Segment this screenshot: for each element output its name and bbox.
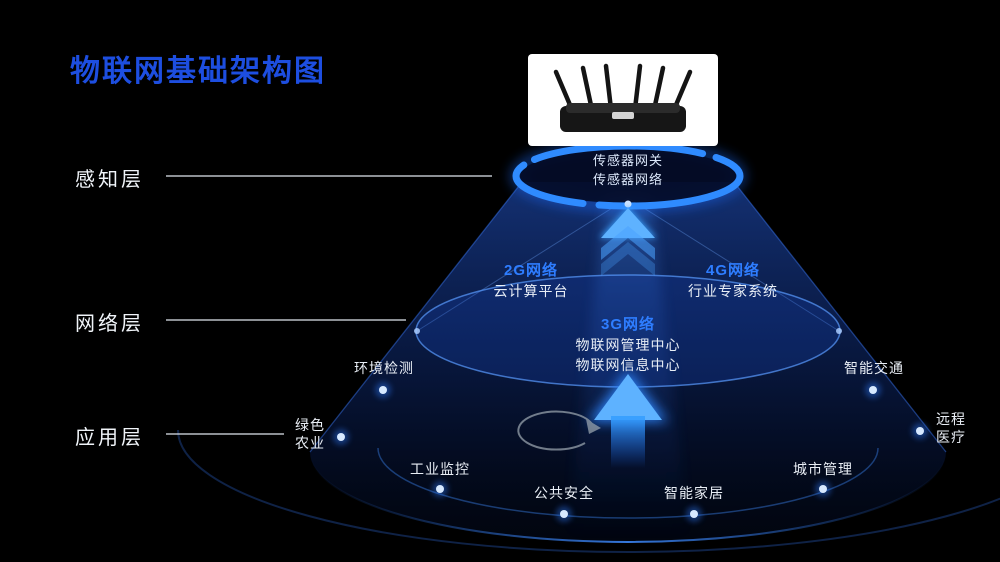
gateway-line1: 传感器网关	[592, 153, 664, 168]
app-label-smart-transportation: 智能交通	[844, 360, 904, 376]
layer-label-perception: 感知层	[75, 169, 144, 191]
ellipse-right-dot	[836, 328, 842, 334]
fan-line-left	[416, 197, 629, 332]
app-label-city-management: 城市管理	[793, 461, 853, 477]
layer-label-network: 网络层	[75, 313, 144, 335]
app-label-env-monitoring: 环境检测	[354, 360, 414, 376]
node-3g-label: 3G网络	[600, 316, 656, 333]
app-label-smart-home: 智能家居	[664, 485, 724, 501]
dot-smart-transportation	[865, 382, 881, 398]
app-label-green-agriculture: 绿色 农业	[295, 417, 325, 451]
fan-line-right	[627, 197, 840, 332]
cone-edge-left	[309, 181, 523, 453]
light-beam	[566, 192, 690, 540]
cycle-arrow	[517, 410, 601, 451]
bottom-arc	[309, 451, 947, 543]
router-top-face	[566, 103, 680, 113]
app-node-dots	[333, 382, 928, 522]
outer-bottom-arc	[177, 429, 1000, 553]
dot-industrial-monitoring	[432, 481, 448, 497]
up-arrow-bottom	[588, 370, 668, 468]
dot-public-safety	[556, 506, 572, 522]
gateway-line2: 传感器网络	[592, 172, 664, 187]
inner-bottom-arc	[377, 447, 879, 519]
gateway-label: 传感器网关 传感器网络	[593, 151, 663, 189]
node-3g-desc1: 物联网管理中心	[575, 337, 681, 353]
layer-label-application: 应用层	[75, 427, 144, 449]
dot-green-agriculture	[333, 429, 349, 445]
node-2g-desc: 云计算平台	[493, 283, 569, 299]
gateway-node-dot	[624, 200, 632, 208]
dot-smart-home	[686, 506, 702, 522]
ellipse-left-dot	[414, 328, 420, 334]
page-title: 物联网基础架构图	[70, 55, 326, 88]
app-label-telemedicine: 远程 医疗	[936, 411, 966, 445]
node-4g-desc: 行业专家系统	[688, 283, 778, 299]
dot-telemedicine	[912, 423, 928, 439]
app-label-industrial-monitoring: 工业监控	[410, 461, 470, 477]
node-3g-desc2: 物联网信息中心	[575, 357, 681, 373]
node-4g-label: 4G网络	[705, 262, 761, 279]
dot-city-management	[815, 481, 831, 497]
cone-edge-right	[733, 181, 947, 453]
node-2g-label: 2G网络	[503, 262, 559, 279]
dot-env-monitoring	[375, 382, 391, 398]
router-card	[528, 54, 718, 146]
router-label	[612, 112, 634, 119]
up-arrow-top	[599, 206, 657, 276]
app-label-public-safety: 公共安全	[534, 485, 594, 501]
gateway-ring-fill	[520, 149, 736, 203]
router-image	[528, 54, 718, 146]
